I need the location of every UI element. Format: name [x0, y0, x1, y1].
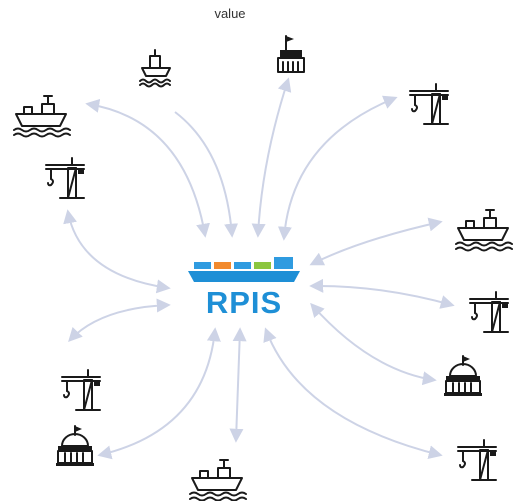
connectors: [63, 77, 455, 460]
connector-port-building-top: [251, 77, 292, 238]
connector-crane-lower-left: [68, 298, 171, 343]
connector-ship-top: [174, 111, 239, 238]
crane-icon: [45, 157, 85, 199]
hub-block: [274, 257, 293, 269]
crane-icon: [457, 439, 497, 481]
connector-customs-right: [310, 302, 437, 386]
hub-block: [254, 262, 271, 269]
crane-icon: [61, 369, 101, 411]
connector-ship-top-left: [85, 98, 210, 238]
cargo-ship-icon: [189, 459, 247, 501]
connector-crane-right: [309, 278, 455, 309]
small-ship-icon: [139, 49, 171, 88]
connector-crane-bottom-right: [263, 327, 443, 460]
connector-ship-right: [309, 217, 443, 266]
customs-building-icon: [443, 355, 483, 397]
cargo-ship-icon: [455, 209, 513, 252]
top-caption: value: [214, 6, 246, 21]
customs-building-icon: [55, 425, 95, 467]
hub-block: [234, 262, 251, 269]
hub-label: RPIS: [206, 285, 282, 320]
port-building-icon: [277, 35, 305, 73]
rpis-hub: RPIS: [188, 257, 300, 320]
cargo-ship-icon: [13, 95, 71, 138]
connector-crane-top-right: [277, 95, 398, 241]
crane-icon: [469, 291, 509, 333]
connector-customs-bottom-left: [97, 327, 221, 460]
crane-icon: [409, 83, 449, 125]
connector-ship-bottom: [229, 327, 247, 443]
hub-block: [194, 262, 211, 269]
hub-hull: [188, 271, 300, 282]
hub-block: [214, 262, 231, 269]
connector-crane-left: [63, 209, 171, 294]
